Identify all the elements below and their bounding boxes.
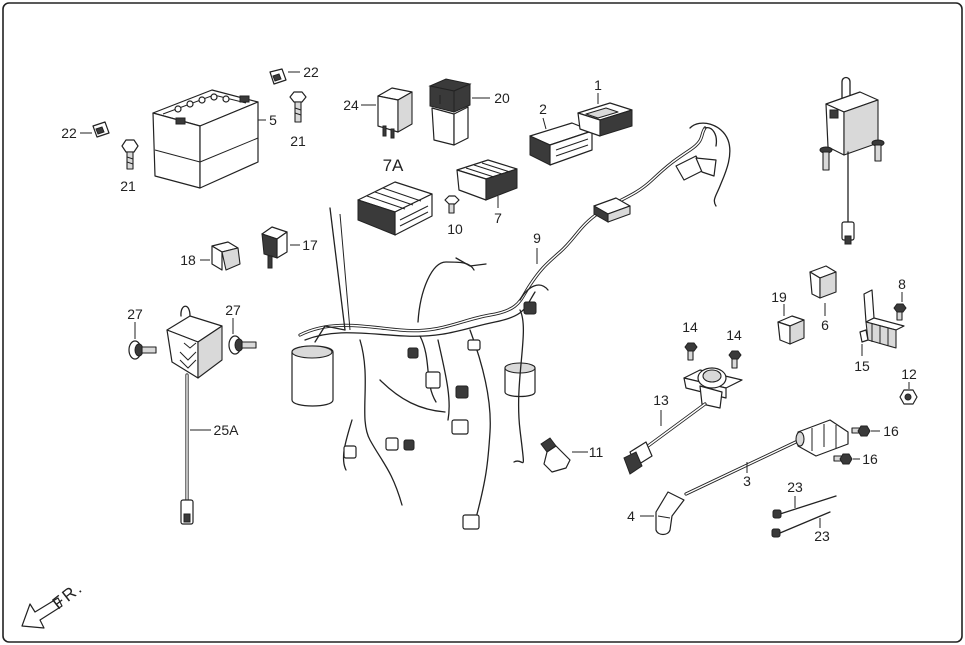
part-cable-tie bbox=[772, 495, 837, 519]
leader-line bbox=[542, 117, 547, 130]
part-bolt-flanged bbox=[228, 335, 257, 355]
callout-label: 20 bbox=[494, 90, 510, 106]
callout-label: 10 bbox=[447, 221, 463, 237]
part-battery bbox=[152, 89, 259, 189]
callout-label: 23 bbox=[787, 479, 803, 495]
callout-label: 25A bbox=[214, 422, 240, 438]
callout-label: 22 bbox=[61, 125, 77, 141]
callout-label: 6 bbox=[821, 317, 829, 333]
callout-label: 9 bbox=[533, 230, 541, 246]
part-terminal-cap bbox=[540, 437, 571, 473]
part-cable-tie bbox=[771, 511, 831, 538]
callout-label: 11 bbox=[589, 444, 604, 460]
part-ignition-coil-cable bbox=[684, 419, 849, 496]
callout-label: 22 bbox=[303, 64, 319, 80]
callout-label: 3 bbox=[743, 473, 751, 489]
part-nut bbox=[269, 68, 287, 85]
callout-label: 1 bbox=[594, 77, 602, 93]
callout-label: 14 bbox=[726, 327, 742, 343]
callout-label: 16 bbox=[862, 451, 878, 467]
callout-label: 23 bbox=[814, 528, 830, 544]
part-regulator-rectifier-a bbox=[357, 181, 433, 236]
callout-label: 12 bbox=[901, 366, 917, 382]
part-bolt bbox=[684, 342, 698, 361]
part-relay bbox=[377, 87, 413, 139]
part-relay-large bbox=[428, 78, 472, 146]
callout-label: 17 bbox=[302, 237, 318, 253]
callout-label: 21 bbox=[290, 133, 306, 149]
callout-label: 27 bbox=[225, 302, 241, 318]
callout-label: 16 bbox=[883, 423, 899, 439]
part-regulator-rectifier bbox=[456, 159, 518, 201]
part-bolt bbox=[728, 350, 742, 369]
callout-label: 2 bbox=[539, 101, 547, 117]
callout-label: 7 bbox=[494, 210, 502, 226]
callout-label: 13 bbox=[653, 392, 669, 408]
part-clip bbox=[211, 241, 241, 271]
callout-label: 21 bbox=[120, 178, 136, 194]
part-bolt-flanged bbox=[128, 340, 157, 360]
callout-label: 27 bbox=[127, 306, 143, 322]
callout-label: 18 bbox=[180, 252, 196, 268]
part-nut-hex bbox=[899, 389, 918, 405]
callout-label: 19 bbox=[771, 289, 787, 305]
part-bolt bbox=[893, 303, 907, 321]
callout-label: 14 bbox=[682, 319, 698, 335]
part-connector-block bbox=[261, 226, 288, 269]
part-bracket bbox=[859, 289, 905, 349]
callout-label: 8 bbox=[898, 276, 906, 292]
part-tilt-sensor bbox=[819, 76, 885, 245]
part-bolt bbox=[289, 91, 307, 123]
part-module bbox=[577, 102, 633, 137]
callout-label: 4 bbox=[627, 508, 635, 524]
part-bolt bbox=[121, 139, 139, 170]
callout-label: 7A bbox=[383, 156, 404, 175]
part-sensor-unit bbox=[166, 305, 223, 525]
callout-label: 24 bbox=[343, 97, 359, 113]
part-bolt bbox=[851, 425, 871, 437]
part-wire-harness bbox=[291, 122, 731, 530]
part-bolt bbox=[444, 195, 460, 214]
callout-label: 5 bbox=[269, 112, 277, 128]
part-ignition-switch bbox=[623, 367, 743, 475]
part-plug-cap bbox=[655, 491, 685, 536]
part-fuse-small bbox=[777, 315, 805, 345]
part-nut bbox=[92, 121, 110, 138]
part-fuse bbox=[809, 265, 837, 299]
part-bolt bbox=[833, 453, 853, 465]
callout-label: 15 bbox=[854, 358, 870, 374]
